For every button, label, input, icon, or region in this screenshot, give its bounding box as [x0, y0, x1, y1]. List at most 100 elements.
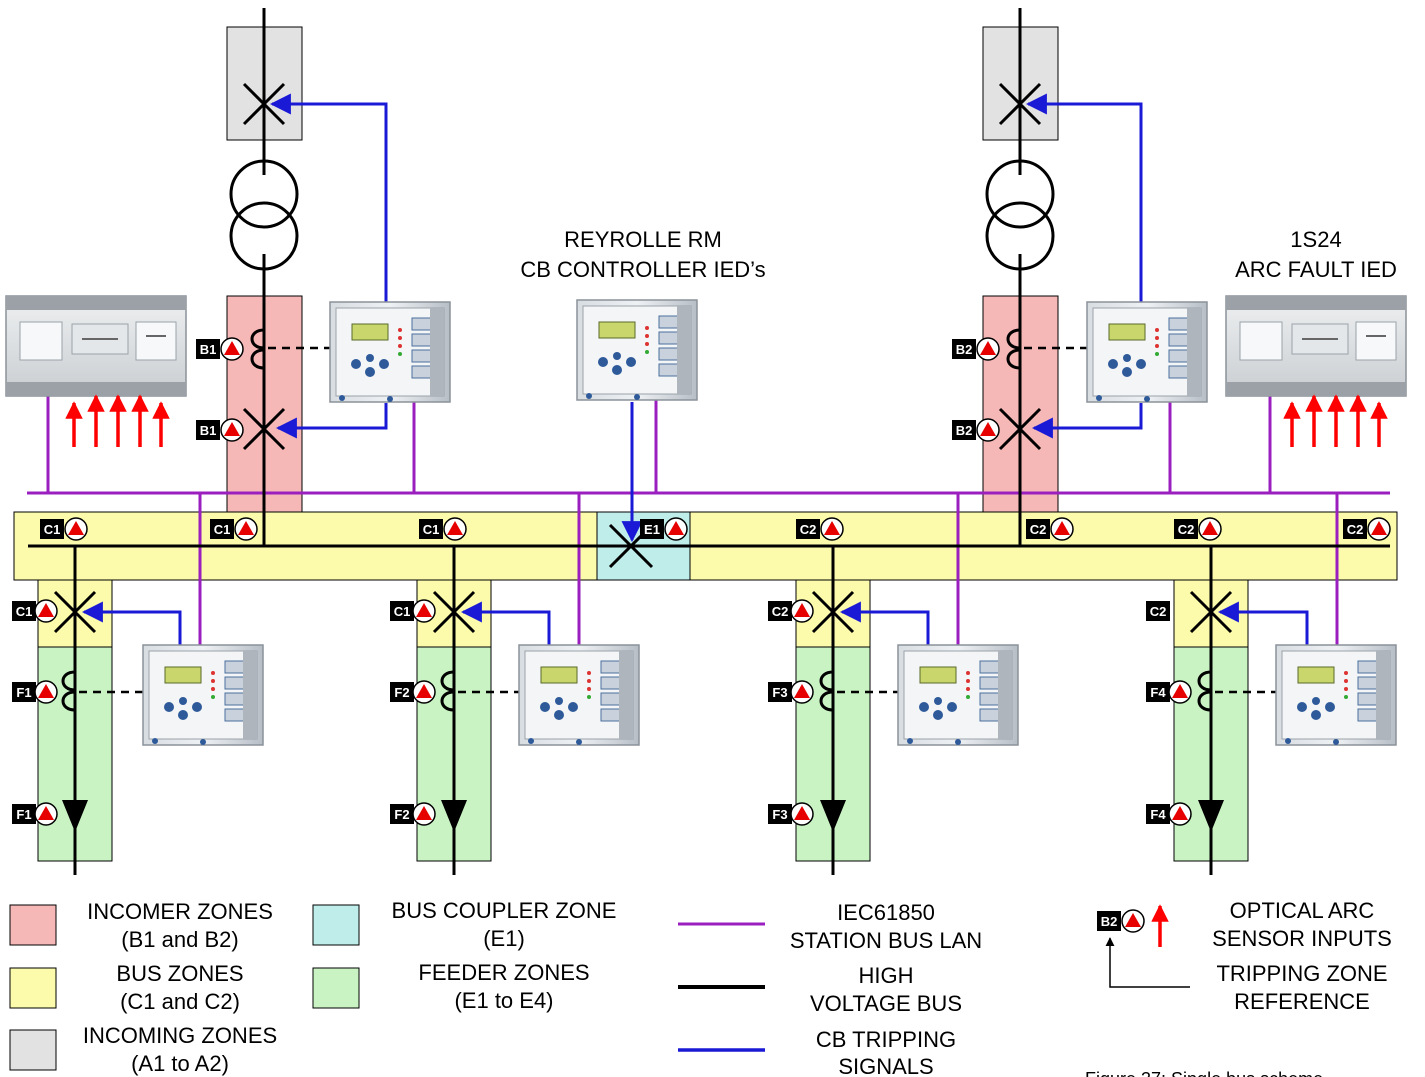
svg-text:C2: C2	[1030, 522, 1047, 537]
svg-text:(E1 to E4): (E1 to E4)	[454, 988, 553, 1013]
cb-tripping-signals	[81, 93, 1309, 647]
arc-sensor-icon	[1198, 517, 1222, 541]
zone-tag-c2-bus-2: C2	[1026, 517, 1074, 541]
relay-ied-icon	[329, 301, 451, 403]
zone-tag-f3-ct: F3	[768, 680, 814, 704]
svg-text:F4: F4	[1150, 807, 1166, 822]
arc-sensor-icon	[220, 337, 244, 361]
arc-sensor-icon	[820, 517, 844, 541]
relay-ied-icon	[518, 644, 640, 746]
feeder-arrow-icon	[1198, 800, 1224, 832]
svg-text:F4: F4	[1150, 685, 1166, 700]
arc-ied-title: 1S24	[1290, 227, 1341, 252]
zone-tag-f1-end: F1	[12, 802, 58, 826]
arc-sensor-icon	[34, 802, 58, 826]
station-bus-lan	[27, 395, 1390, 647]
arc-sensor-icon	[1168, 680, 1192, 704]
zone-tag-c2-bus-4: C2	[1343, 517, 1391, 541]
circuit-breaker-icon	[432, 590, 476, 634]
svg-text:(A1 to A2): (A1 to A2)	[131, 1051, 229, 1076]
svg-text:B2: B2	[956, 342, 973, 357]
arc-sensor-icon	[412, 680, 436, 704]
svg-text:B1: B1	[200, 342, 217, 357]
zone-tag-c1-bus-2: C1	[210, 517, 258, 541]
svg-text:INCOMER ZONES: INCOMER ZONES	[87, 899, 273, 924]
arc-sensor-icon	[664, 517, 688, 541]
arc-sensor-icon	[412, 802, 436, 826]
current-transformer-icon	[61, 670, 76, 712]
zone-tag-c1-feeder1-cb: C1	[12, 599, 58, 623]
svg-text:C2: C2	[772, 604, 789, 619]
svg-text:F1: F1	[16, 807, 31, 822]
legend: INCOMER ZONES (B1 and B2) BUS ZONES (C1 …	[9, 898, 1392, 1077]
figure-caption: Figure 37: Single bus scheme	[1085, 1069, 1323, 1077]
legend-swatch-feeder	[312, 967, 360, 1009]
relay-ied-icon	[142, 644, 264, 746]
arc-sensor-icon	[976, 418, 1000, 442]
zone-tag-c2-bus-3: C2	[1174, 517, 1222, 541]
arc-sensor-icon	[790, 599, 814, 623]
reyrolle-subtitle: CB CONTROLLER IED’s	[520, 257, 765, 282]
zone-tag-f2-end: F2	[390, 802, 436, 826]
legend-swatch-incoming	[9, 1029, 57, 1071]
current-transformer-icon	[819, 670, 834, 712]
zone-tag-f1-ct: F1	[12, 680, 58, 704]
svg-text:OPTICAL ARC: OPTICAL ARC	[1230, 898, 1375, 923]
zone-tag-c2-feeder4-cb: C2	[1146, 601, 1170, 621]
svg-text:B2: B2	[956, 423, 973, 438]
zone-tag-f3-end: F3	[768, 802, 814, 826]
svg-text:F2: F2	[394, 807, 409, 822]
svg-text:VOLTAGE BUS: VOLTAGE BUS	[810, 991, 962, 1016]
svg-text:C1: C1	[44, 522, 61, 537]
svg-text:B1: B1	[200, 423, 217, 438]
optical-sensor-inputs-left	[65, 394, 170, 447]
reyrolle-title: REYROLLE RM	[564, 227, 722, 252]
svg-text:C2: C2	[1347, 522, 1364, 537]
svg-text:SIGNALS: SIGNALS	[838, 1054, 933, 1077]
svg-text:C1: C1	[423, 522, 440, 537]
circuit-breaker-icon	[242, 407, 286, 451]
svg-text:C2: C2	[800, 522, 817, 537]
circuit-breaker-icon	[811, 590, 855, 634]
svg-text:BUS COUPLER ZONE: BUS COUPLER ZONE	[392, 898, 617, 923]
arc-fault-ied-icon	[1225, 295, 1407, 397]
zone-tag-b1-ct: B1	[196, 337, 244, 361]
svg-text:C2: C2	[1178, 522, 1195, 537]
arc-sensor-icon	[443, 517, 467, 541]
zone-tag-b2-cb: B2	[952, 418, 1000, 442]
relay-ied-icon	[1275, 644, 1397, 746]
circuit-breaker-icon	[53, 590, 97, 634]
current-transformer-icon	[440, 670, 455, 712]
svg-text:F1: F1	[16, 685, 31, 700]
zone-tag-c2-bus-1: C2	[796, 517, 844, 541]
relay-ied-icon	[576, 299, 698, 401]
arc-sensor-icon	[234, 517, 258, 541]
svg-text:C1: C1	[394, 604, 411, 619]
svg-text:SENSOR INPUTS: SENSOR INPUTS	[1212, 926, 1392, 951]
transformer-icon	[229, 159, 299, 271]
legend-optical-sensor: B2	[1097, 904, 1169, 947]
optical-sensor-inputs-right	[1283, 394, 1388, 447]
arc-sensor-icon	[790, 802, 814, 826]
svg-text:F3: F3	[772, 685, 787, 700]
current-transformer-icon	[1197, 670, 1212, 712]
circuit-breaker-icon	[242, 82, 286, 126]
svg-text:TRIPPING ZONE: TRIPPING ZONE	[1216, 961, 1387, 986]
zone-tag-c1-feeder2-cb: C1	[390, 599, 436, 623]
svg-text:B2: B2	[1101, 914, 1118, 929]
arc-ied-subtitle: ARC FAULT IED	[1235, 257, 1397, 282]
svg-text:F3: F3	[772, 807, 787, 822]
svg-text:STATION BUS LAN: STATION BUS LAN	[790, 928, 982, 953]
zone-tag-e1: E1	[640, 517, 688, 541]
svg-text:F2: F2	[394, 685, 409, 700]
svg-text:CB TRIPPING: CB TRIPPING	[816, 1027, 956, 1052]
circuit-breaker-icon	[998, 82, 1042, 126]
arc-sensor-icon	[412, 599, 436, 623]
arc-sensor-icon	[1050, 517, 1074, 541]
legend-swatch-coupler	[312, 904, 360, 946]
feeder-arrow-icon	[820, 800, 846, 832]
zone-tag-b2-ct: B2	[952, 337, 1000, 361]
arc-sensor-icon	[1168, 802, 1192, 826]
legend-tripping-ref-arrow	[1105, 937, 1190, 988]
